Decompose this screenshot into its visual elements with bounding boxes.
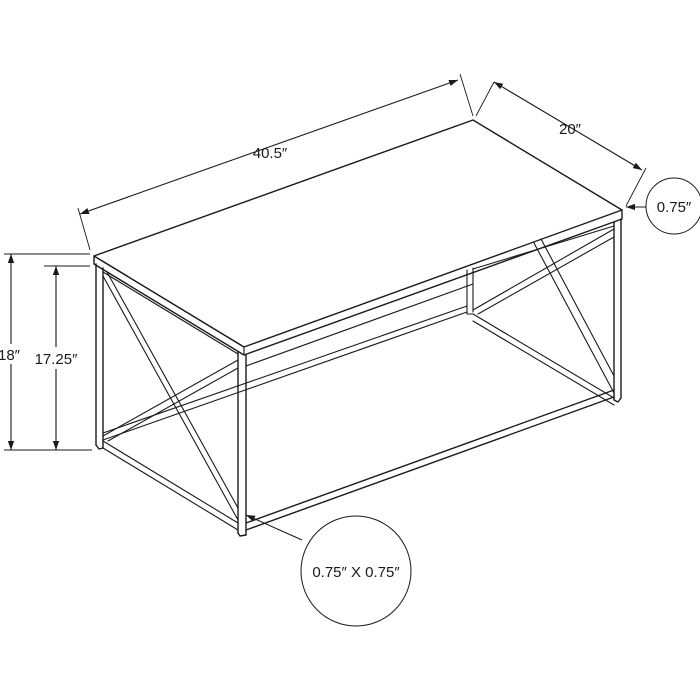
leg-height-label: 17.25″ [35, 351, 79, 368]
back-right-leg [613, 218, 622, 403]
top-thickness-label: 0.75″ [657, 199, 692, 216]
top-thickness-circle [645, 177, 700, 235]
depth-label: 20″ [559, 121, 582, 138]
front-left-leg [95, 263, 104, 450]
height-label: 18″ [0, 347, 21, 364]
table-legs [95, 218, 622, 537]
back-left-leg [466, 267, 474, 315]
x-braces [102, 228, 615, 521]
leg-section-circle [300, 515, 412, 627]
table-top [93, 119, 623, 356]
depth-dimension: 20″ [475, 81, 647, 207]
leg-height-dimension: 17.25″ [27, 265, 92, 451]
frame-rails [102, 225, 615, 531]
top-thickness-callout: 0.75″ [626, 177, 700, 235]
leg-section-label: 0.75″ X 0.75″ [312, 564, 400, 581]
length-dimension: 40.5″ [77, 73, 474, 251]
length-label: 40.5″ [253, 145, 288, 162]
leg-section-callout: 0.75″ X 0.75″ [245, 514, 412, 627]
table-top-surface [93, 119, 623, 348]
table-top-edge [93, 209, 623, 356]
front-right-leg [237, 351, 247, 537]
